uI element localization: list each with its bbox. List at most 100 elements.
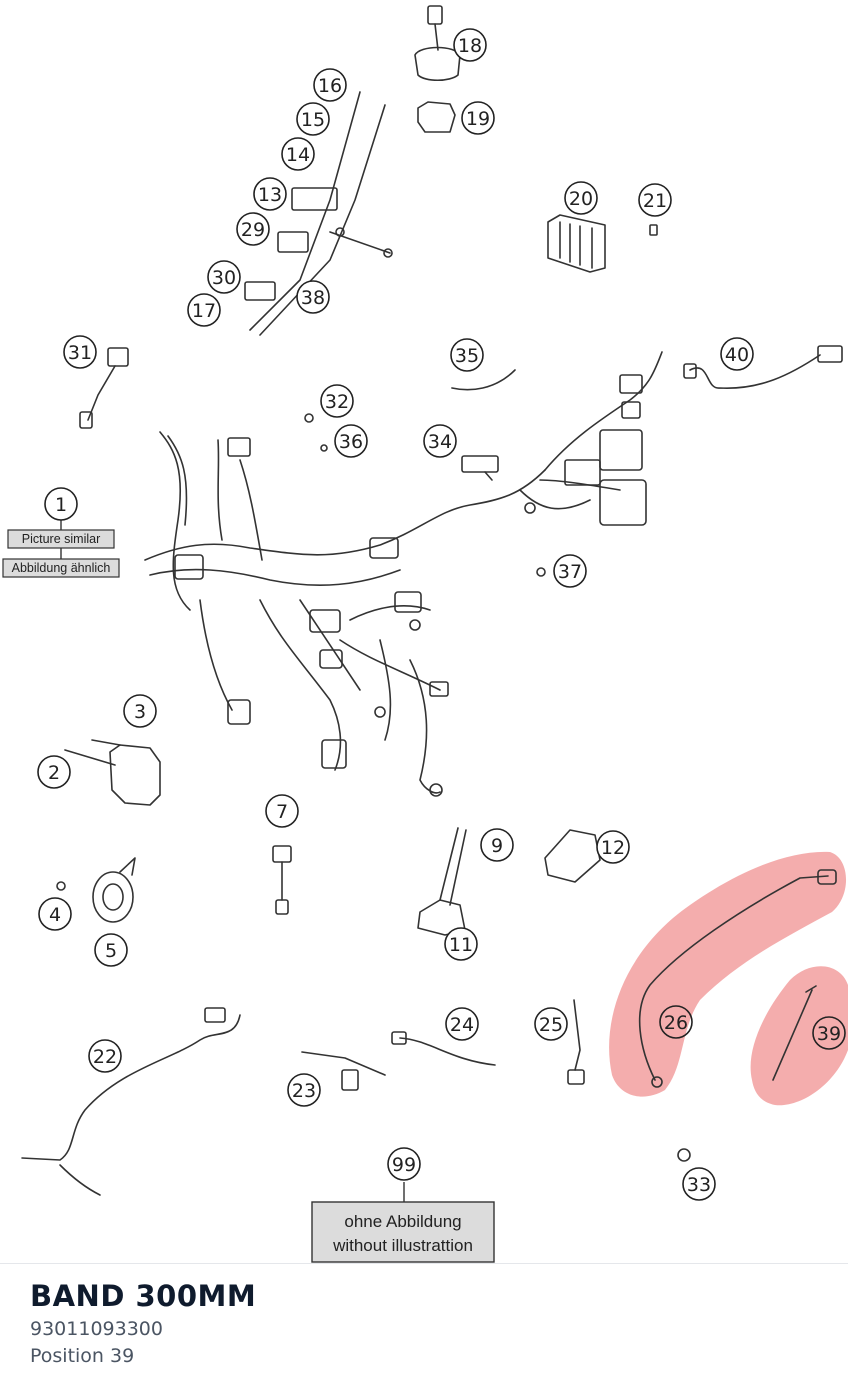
callout-circle <box>123 694 157 728</box>
callout-17[interactable]: 17 <box>187 293 221 327</box>
callout-35[interactable]: 35 <box>450 338 484 372</box>
callout-circle <box>445 1007 479 1041</box>
callout-21[interactable]: 21 <box>638 183 672 217</box>
bracket-assembly-illustration <box>244 91 393 336</box>
callout-39[interactable]: 39 <box>812 1016 846 1050</box>
callout-circle <box>320 384 354 418</box>
callout-number: 3 <box>134 701 146 723</box>
callout-16[interactable]: 16 <box>313 68 347 102</box>
sensor-31-illustration <box>79 347 129 429</box>
highlight-part-39[interactable] <box>750 966 848 1106</box>
callout-circle <box>37 755 71 789</box>
callout-23[interactable]: 23 <box>287 1073 321 1107</box>
callout-5[interactable]: 5 <box>94 933 128 967</box>
callout-29[interactable]: 29 <box>236 212 270 246</box>
callout-7[interactable]: 7 <box>265 794 299 828</box>
callout-number: 35 <box>455 345 479 367</box>
cable-35-illustration <box>451 369 516 391</box>
callout-circle <box>534 1007 568 1041</box>
callout-1[interactable]: 1 <box>44 487 78 521</box>
callout-34[interactable]: 34 <box>423 424 457 458</box>
callout-number: 31 <box>68 342 92 364</box>
callout-number: 24 <box>450 1014 474 1036</box>
callout-circle <box>596 830 630 864</box>
callout-circle <box>450 338 484 372</box>
callout-number: 5 <box>105 940 117 962</box>
cable-23-illustration <box>301 1051 386 1091</box>
callout-number: 2 <box>48 762 60 784</box>
callout-circle <box>187 293 221 327</box>
callout-number: 9 <box>491 835 503 857</box>
callout-15[interactable]: 15 <box>296 102 330 136</box>
part-32-illustration <box>304 413 314 423</box>
callout-3[interactable]: 3 <box>123 694 157 728</box>
band-39-illustration[interactable] <box>772 985 817 1081</box>
callout-13[interactable]: 13 <box>253 177 287 211</box>
cable-26-illustration <box>638 869 837 1088</box>
callout-circle <box>659 1005 693 1039</box>
part-33-illustration <box>677 1148 691 1162</box>
abbildung-aehnlich-label: Abbildung ähnlich <box>12 561 111 575</box>
callout-38[interactable]: 38 <box>296 280 330 314</box>
wiring-harness-illustration <box>144 351 663 797</box>
callout-18[interactable]: 18 <box>453 28 487 62</box>
callout-number: 33 <box>687 1174 711 1196</box>
picture-similar-box <box>7 529 115 549</box>
callout-circle <box>88 1039 122 1073</box>
callout-number: 30 <box>212 267 236 289</box>
callout-circle <box>334 424 368 458</box>
picture-similar-label: Picture similar <box>22 532 101 546</box>
callout-number: 40 <box>725 344 749 366</box>
connector-7-illustration <box>272 845 292 915</box>
callout-circle <box>682 1167 716 1201</box>
callout-9[interactable]: 9 <box>480 828 514 862</box>
callout-number: 25 <box>539 1014 563 1036</box>
callout-99[interactable]: 99 <box>387 1147 421 1181</box>
callout-22[interactable]: 22 <box>88 1039 122 1073</box>
callout-circle <box>720 337 754 371</box>
callout-26[interactable]: 26 <box>659 1005 693 1039</box>
switch-18-illustration <box>414 5 461 82</box>
callout-number: 14 <box>286 144 310 166</box>
part-position: Position 39 <box>30 1345 135 1367</box>
part-36-illustration <box>320 444 328 452</box>
callout-11[interactable]: 11 <box>444 927 478 961</box>
callout-4[interactable]: 4 <box>38 897 72 931</box>
callout-30[interactable]: 30 <box>207 260 241 294</box>
callout-25[interactable]: 25 <box>534 1007 568 1041</box>
callout-circle <box>812 1016 846 1050</box>
callout-number: 38 <box>301 287 325 309</box>
callout-32[interactable]: 32 <box>320 384 354 418</box>
callout-31[interactable]: 31 <box>63 335 97 369</box>
callout-37[interactable]: 37 <box>553 554 587 588</box>
callout-33[interactable]: 33 <box>682 1167 716 1201</box>
callout-12[interactable]: 12 <box>596 830 630 864</box>
part-19-illustration <box>417 101 456 133</box>
callout-number: 37 <box>558 561 582 583</box>
cable-9-illustration <box>417 827 467 936</box>
callout-circle <box>296 102 330 136</box>
callout-number: 4 <box>49 904 61 926</box>
parts-diagram: Picture similar Abbildung ähnlich ohne A… <box>2 5 848 1263</box>
callout-number: 34 <box>428 431 452 453</box>
part-37-illustration <box>536 567 546 577</box>
callout-circle <box>638 183 672 217</box>
callout-number: 99 <box>392 1154 416 1176</box>
callout-40[interactable]: 40 <box>720 337 754 371</box>
callout-number: 23 <box>292 1080 316 1102</box>
callout-number: 1 <box>55 494 67 516</box>
callout-circle <box>461 101 495 135</box>
callout-20[interactable]: 20 <box>564 181 598 215</box>
callout-number: 7 <box>276 801 288 823</box>
callout-circle <box>453 28 487 62</box>
cable-24-illustration <box>391 1031 496 1066</box>
callout-36[interactable]: 36 <box>334 424 368 458</box>
callout-circle <box>38 897 72 931</box>
callout-24[interactable]: 24 <box>445 1007 479 1041</box>
callout-number: 11 <box>449 934 473 956</box>
callout-2[interactable]: 2 <box>37 755 71 789</box>
callout-circle <box>281 137 315 171</box>
callout-14[interactable]: 14 <box>281 137 315 171</box>
callout-19[interactable]: 19 <box>461 101 495 135</box>
